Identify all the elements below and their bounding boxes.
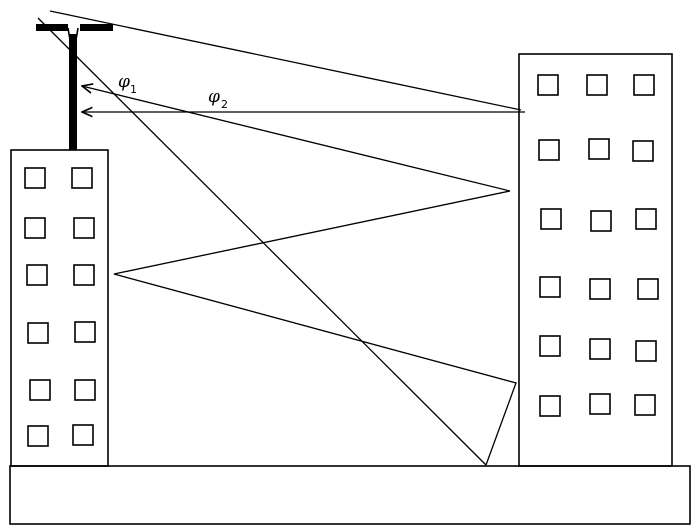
window <box>74 379 96 401</box>
window <box>634 394 656 416</box>
right-building-body <box>518 53 673 467</box>
window <box>27 425 49 447</box>
window <box>539 395 561 417</box>
phi2-subscript: 2 <box>221 98 228 111</box>
window <box>589 393 611 415</box>
window <box>540 208 562 230</box>
window <box>635 340 657 362</box>
window <box>539 335 561 357</box>
window <box>632 140 654 162</box>
window <box>537 74 559 96</box>
antenna-crossbar-left <box>36 24 68 31</box>
window <box>26 264 48 286</box>
ground <box>9 465 691 525</box>
right-building-windows <box>537 74 659 417</box>
window <box>539 276 561 298</box>
window <box>74 321 96 343</box>
window <box>589 278 611 300</box>
window <box>73 264 95 286</box>
antenna-crossbar-right <box>80 24 113 31</box>
window <box>637 278 659 300</box>
window <box>29 379 51 401</box>
window <box>635 208 657 230</box>
window <box>590 210 612 232</box>
window <box>586 74 608 96</box>
window <box>71 167 93 189</box>
label-phi1: φ 1 <box>118 72 137 96</box>
antenna <box>36 24 113 150</box>
antenna-mast <box>69 34 77 150</box>
phi2-symbol: φ <box>208 87 220 107</box>
left-building-windows <box>24 167 96 447</box>
window <box>24 167 46 189</box>
antenna-feed <box>67 27 79 41</box>
left-building <box>10 149 109 467</box>
window <box>24 217 46 239</box>
window <box>72 424 94 446</box>
window <box>73 217 95 239</box>
ground-diagonal-ray <box>37 17 487 466</box>
phi1-subscript: 1 <box>130 83 137 96</box>
label-phi2: φ 2 <box>208 87 228 111</box>
left-building-body <box>10 149 109 467</box>
multipath-zigzag-ray <box>82 86 517 466</box>
phi1-symbol: φ <box>118 72 130 92</box>
right-building <box>518 53 673 467</box>
window <box>27 322 49 344</box>
window <box>588 138 610 160</box>
direct-ray-top <box>49 10 522 111</box>
window <box>633 74 655 96</box>
window <box>538 139 560 161</box>
window <box>589 338 611 360</box>
